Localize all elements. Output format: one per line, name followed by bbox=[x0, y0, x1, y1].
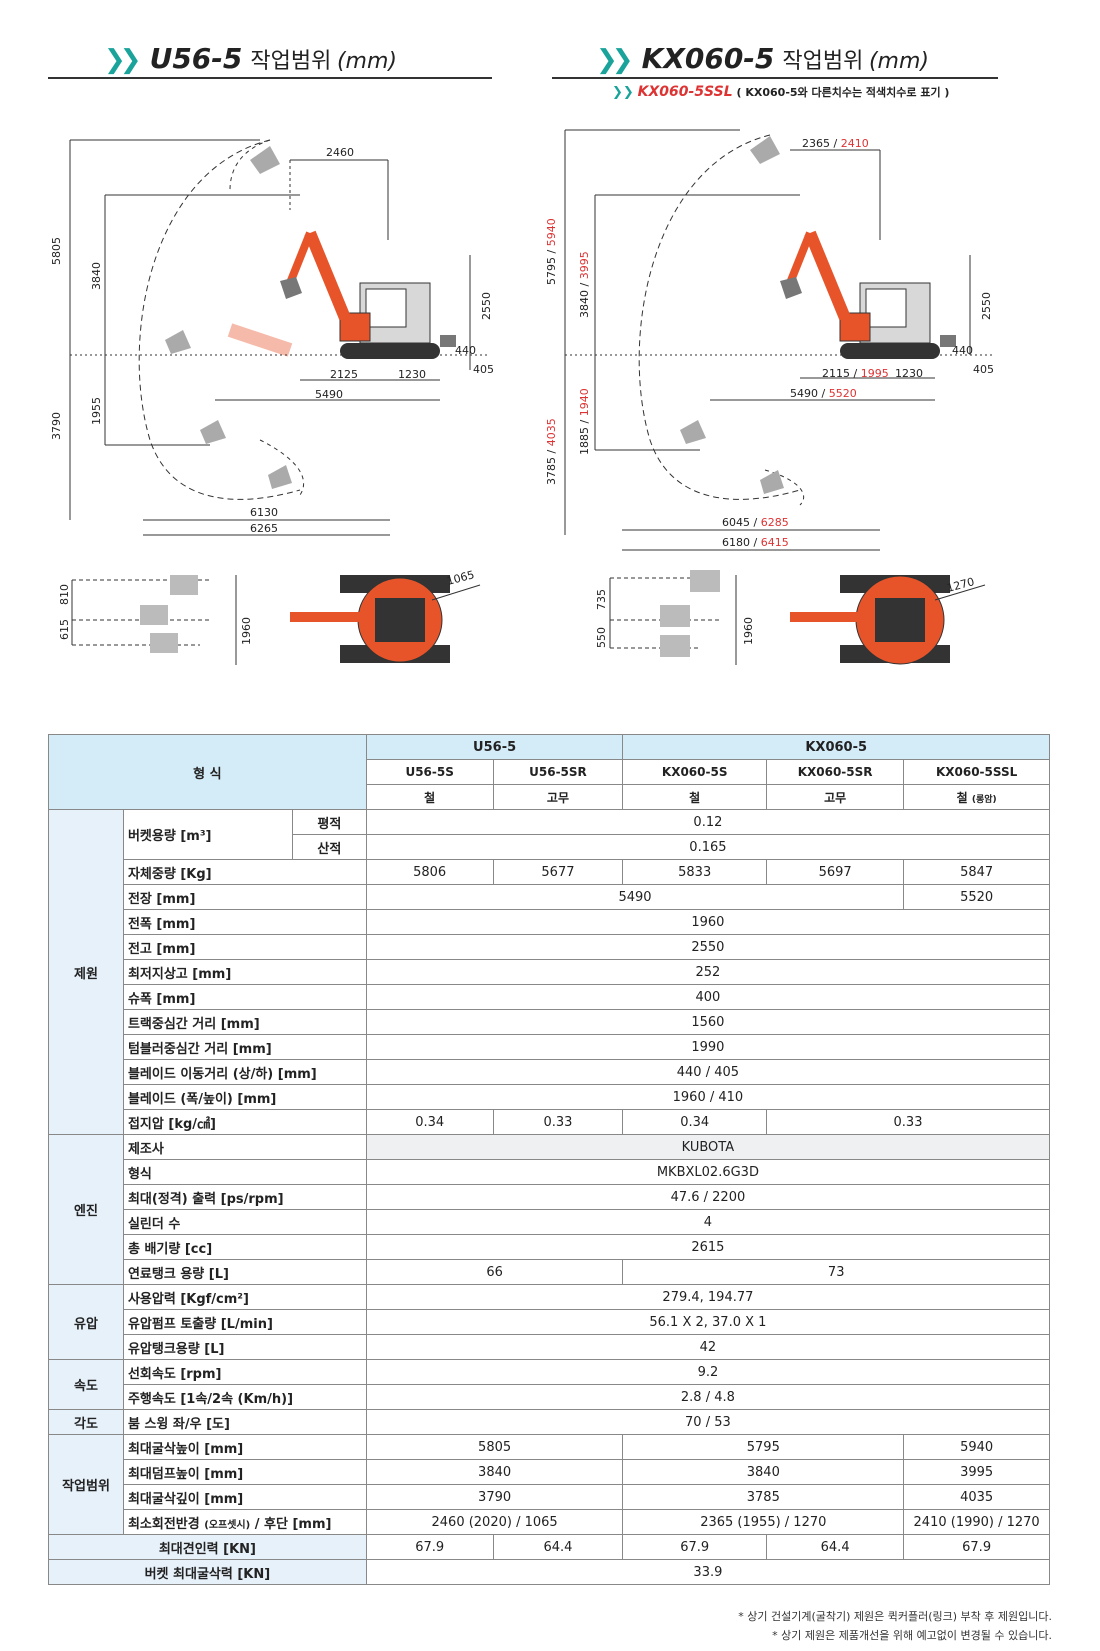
svg-text:3790: 3790 bbox=[50, 412, 63, 440]
svg-text:2125: 2125 bbox=[330, 368, 358, 381]
svg-text:3785 / 4035: 3785 / 4035 bbox=[545, 418, 558, 485]
left-title-rule bbox=[48, 77, 492, 79]
svg-text:6045 / 6285: 6045 / 6285 bbox=[722, 516, 789, 529]
kx-header: KX060-5 bbox=[622, 734, 1050, 760]
svg-text:5490: 5490 bbox=[315, 388, 343, 401]
footnote-1: * 상기 건설기계(굴착기) 제원은 퀵커플러(링크) 부착 후 제원입니다. bbox=[738, 1610, 1052, 1623]
svg-text:1960: 1960 bbox=[240, 617, 253, 645]
group-spec: 제원 bbox=[48, 809, 124, 1135]
svg-text:5490 / 5520: 5490 / 5520 bbox=[790, 387, 857, 400]
svg-text:5795 / 5940: 5795 / 5940 bbox=[545, 218, 558, 285]
svg-text:3840 / 3995: 3840 / 3995 bbox=[578, 251, 591, 318]
chevron-icon: ❯❯ bbox=[104, 45, 141, 75]
dim-left-top: 2460 bbox=[326, 146, 354, 159]
svg-text:6130: 6130 bbox=[250, 506, 278, 519]
group-range: 작업범위 bbox=[48, 1434, 124, 1535]
svg-text:440: 440 bbox=[952, 344, 973, 357]
svg-text:1065: 1065 bbox=[445, 568, 475, 588]
svg-text:1885 / 1940: 1885 / 1940 bbox=[578, 388, 591, 455]
left-working-range: 2460 5805 3840 2550 440 405 2125 1230 54… bbox=[50, 139, 494, 536]
group-hydraulic: 유압 bbox=[48, 1284, 124, 1360]
right-title-rule bbox=[552, 77, 998, 79]
svg-text:550: 550 bbox=[595, 627, 608, 648]
svg-text:6265: 6265 bbox=[250, 522, 278, 535]
svg-text:405: 405 bbox=[473, 363, 494, 376]
chevron-icon: ❯❯ bbox=[612, 85, 634, 100]
form-header: 형 식 bbox=[48, 734, 367, 810]
footnote-2: * 상기 제원은 제품개선을 위해 예고없이 변경될 수 있습니다. bbox=[772, 1629, 1052, 1642]
svg-text:6180 / 6415: 6180 / 6415 bbox=[722, 536, 789, 549]
svg-text:1960: 1960 bbox=[742, 617, 755, 645]
svg-text:2550: 2550 bbox=[980, 292, 993, 320]
group-speed: 속도 bbox=[48, 1359, 124, 1410]
svg-text:615: 615 bbox=[58, 619, 71, 640]
svg-text:405: 405 bbox=[973, 363, 994, 376]
working-range-diagrams: 2460 5805 3840 2550 440 405 2125 1230 54… bbox=[50, 129, 995, 665]
svg-text:1955: 1955 bbox=[90, 397, 103, 425]
svg-text:735: 735 bbox=[595, 589, 608, 610]
group-engine: 엔진 bbox=[48, 1134, 124, 1285]
right-top-view: 550 735 1960 1270 bbox=[595, 570, 986, 665]
svg-text:810: 810 bbox=[58, 584, 71, 605]
svg-text:440: 440 bbox=[455, 344, 476, 357]
left-top-view: 615 810 1960 1065 bbox=[58, 568, 481, 665]
svg-text:3840: 3840 bbox=[90, 262, 103, 290]
svg-text:5805: 5805 bbox=[50, 237, 63, 265]
svg-text:1230: 1230 bbox=[398, 368, 426, 381]
svg-text:2115 / 1995: 2115 / 1995 bbox=[822, 367, 889, 380]
group-angle: 각도 bbox=[48, 1409, 124, 1435]
chevron-icon: ❯❯ bbox=[596, 45, 633, 75]
spec-table: 형 식 U56-5 KX060-5 U56-5S U56-5SR KX060-5… bbox=[48, 734, 1051, 1585]
right-subtitle: ❯❯ KX060-5SSL ( KX060-5와 다른치수는 적색치수로 표기 … bbox=[612, 84, 950, 100]
dim-right-top: 2365 / 2410 bbox=[802, 137, 869, 150]
u56-header: U56-5 bbox=[365, 734, 624, 760]
svg-text:1230: 1230 bbox=[895, 367, 923, 380]
svg-text:2550: 2550 bbox=[480, 292, 493, 320]
right-working-range: 2365 / 2410 5795 / 5940 3840 / 3995 2550… bbox=[545, 129, 995, 551]
